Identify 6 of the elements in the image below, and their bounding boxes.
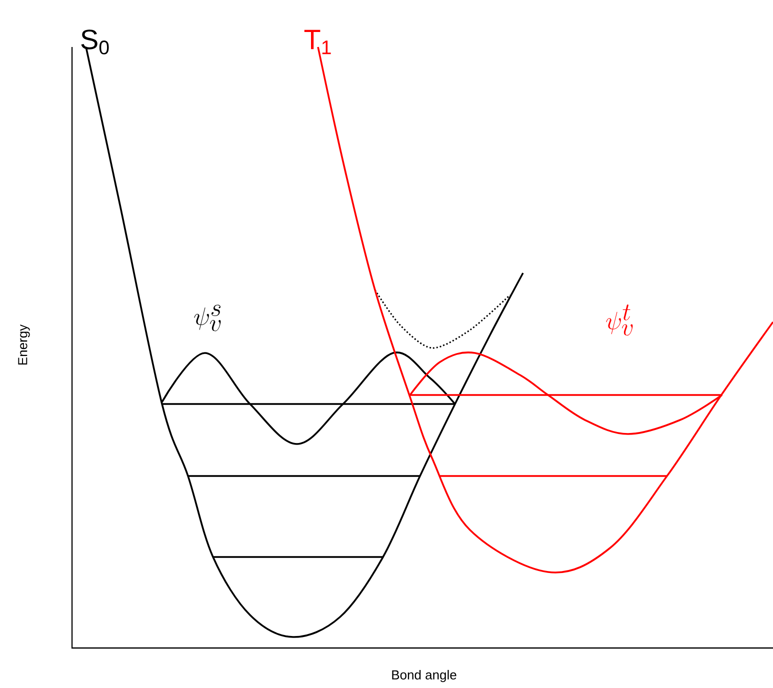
curve-label: T$_{1}$: [304, 30, 331, 54]
axis-label: Bond angle: [392, 670, 456, 682]
wavefunction-label: $\psi_v^s$: [194, 304, 221, 332]
curve-label: S$_{0}$: [81, 30, 109, 54]
wavefunction-label: $\psi_v^t$: [606, 304, 633, 336]
axis-label: Energy: [18, 324, 30, 365]
